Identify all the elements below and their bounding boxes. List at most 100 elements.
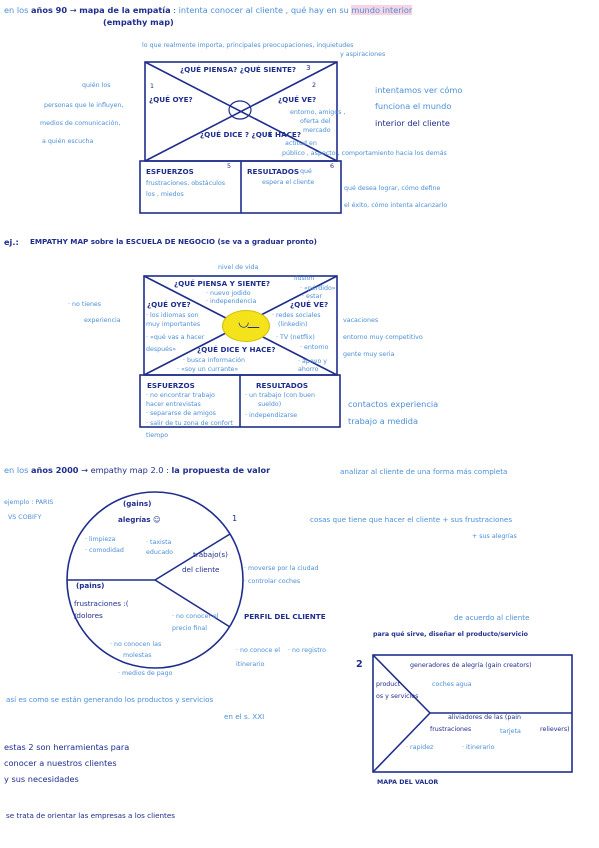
- profile-pains: (pains): [76, 581, 105, 590]
- map1-right-note-1: intentamos ver cómo: [375, 85, 463, 95]
- profile-pains-note-2: precio final: [172, 625, 207, 632]
- heading-2000-topic: empathy map 2.0: [90, 465, 164, 475]
- map1-left-note-1: quién los: [82, 82, 111, 89]
- profile-jobs-note-1: · moverse por la ciudad: [244, 565, 319, 572]
- map1-result-title: RESULTADOS: [247, 167, 300, 176]
- map1-num-hear: 1: [150, 83, 155, 90]
- map1-top-note-2: y aspiraciones: [340, 51, 386, 58]
- profile-example-2: VS COBIFY: [8, 514, 42, 521]
- map1-hear-label: ¿QUÉ OYE?: [149, 95, 193, 104]
- arrow-icon: →: [69, 5, 77, 15]
- map1-result-side-1: qué desea lograr, cómo define: [344, 185, 441, 192]
- map1-num-think: 3: [306, 63, 311, 72]
- example-left-note-2: experiencia: [84, 317, 121, 324]
- example-say-label: ¿QUÉ DICE Y HACE?: [197, 345, 276, 354]
- value-relievers-1: aliviadores de las (pain: [448, 714, 521, 721]
- example-effort-note-3: · separarse de amigos: [146, 410, 216, 417]
- example-say-note-4: ahorro: [298, 366, 319, 373]
- conclusion-tools-1: estas 2 son herramientas para: [4, 742, 130, 752]
- map1-effort-title: ESFUERZOS: [146, 167, 194, 176]
- profile-jobs-2: del cliente: [182, 565, 220, 574]
- example-top-note-1: nivel de vida: [218, 264, 259, 271]
- conclusion-final: se trata de orientar las empresas a los …: [6, 811, 176, 820]
- profile-gains-note-2: · comodidad: [85, 547, 124, 554]
- example-effort-note-2: hacer entrevistas: [146, 401, 201, 408]
- example-result-title: RESULTADOS: [256, 381, 309, 390]
- example-top-note-2: ilusión: [294, 275, 315, 282]
- profile-pains-label-1: frustraciones :(: [74, 599, 129, 608]
- heading-2000-prefix: en los: [4, 465, 29, 475]
- map1-think-label: ¿QUÉ PIENSA? ¿QUÉ SIENTE?: [180, 65, 297, 74]
- example-think-note-3: · «pérdido»: [300, 285, 336, 292]
- map1-say-note-2: público , aspecto , comportamiento hacia…: [282, 150, 447, 157]
- map1-see-note-1: entorno, amigos ,: [290, 109, 346, 116]
- value-top-note: de acuerdo al cliente: [454, 613, 530, 622]
- profile-pains-note2-1: · no conocen las: [110, 641, 162, 648]
- heading-2000-value: la propuesta de valor: [171, 465, 271, 475]
- example-result-side-1: contactos experiencia: [348, 399, 439, 409]
- map1-top-note: lo que realmente importa, principales pr…: [142, 42, 354, 49]
- profile-gains-note2-1: · taxista: [146, 539, 172, 546]
- map1-say-note-1: actitud en: [285, 140, 317, 147]
- profile-extra-2: itinerario: [236, 661, 265, 668]
- example-result-side-2: trabajo a medida: [348, 416, 419, 426]
- example-say-note-1: · busca información: [183, 357, 245, 364]
- profile-pains-label-2: /dolores: [74, 611, 103, 620]
- example-think-note-1: · nuevo jodido: [206, 290, 251, 297]
- heading-topic: mapa de la empatía: [79, 5, 171, 15]
- profile-label: PERFIL DEL CLIENTE: [244, 612, 326, 621]
- example-left-note-1: · no tienes: [68, 301, 102, 308]
- example-result-note-1: · un trabajo (con buen: [245, 392, 315, 399]
- profile-gains-label: alegrías ☺: [118, 515, 161, 524]
- heading-2000-year: años 2000: [31, 465, 79, 475]
- example-see-note-3: · TV (netflix): [276, 334, 315, 341]
- value-map-label: MAPA DEL VALOR: [377, 779, 439, 786]
- arrow-icon: →: [81, 465, 88, 475]
- heading-prefix: en los: [4, 5, 31, 15]
- section-90-heading: en los años 90 → mapa de la empatía : in…: [4, 5, 413, 15]
- example-title: EMPATHY MAP sobre la ESCUELA DE NEGOCIO …: [30, 237, 317, 246]
- map1-see-label: ¿QUÉ VE?: [278, 95, 317, 104]
- value-products-1: product: [376, 681, 401, 688]
- map1-num-see: 2: [312, 82, 317, 89]
- profile-num: 1: [232, 513, 238, 523]
- value-products-2: os y servicios: [376, 693, 419, 700]
- conclusion-line-2: en el s. XXI: [224, 712, 265, 721]
- profile-example-1: ejemplo : PARIS: [4, 499, 54, 506]
- example-see-note-2: (linkedin): [278, 321, 308, 328]
- example-result-note-2: sueldo): [258, 401, 282, 408]
- map1-left-note-3: medios de comunicación,: [40, 120, 121, 127]
- value-relievers-2: frustraciones: [430, 726, 472, 733]
- conclusion-tools-3: y sus necesidades: [4, 774, 79, 784]
- example-think-note-4: · estar: [302, 293, 323, 300]
- example-hear-note-3: · «qué vas a hacer: [146, 334, 205, 341]
- value-relievers-3: relievers): [540, 726, 570, 733]
- example-say-note-3: · apoyo y: [298, 358, 328, 365]
- map1-num-effort: 5: [227, 163, 232, 170]
- example-think-note-2: · independencia: [206, 298, 257, 305]
- example-right-note-3: gente muy seria: [343, 351, 395, 358]
- section-2000-right-note: analizar al cliente de una forma más com…: [340, 467, 508, 476]
- heading-year: años 90: [30, 5, 68, 15]
- example-see-note-1: · redes sociales: [272, 312, 321, 319]
- heading-2000-colon: :: [166, 465, 169, 475]
- map1-right-note-3: interior del cliente: [375, 118, 450, 128]
- example-hear-note-2: muy importantes: [146, 321, 201, 328]
- example-effort-note-5: tiempo: [146, 432, 169, 439]
- example-right-note-2: entorno muy competitivo: [343, 334, 423, 341]
- example-right-note-1: vacaciones: [343, 317, 379, 324]
- example-effort-note-4: · salir de tu zona de confort: [146, 420, 233, 427]
- profile-pains-note-3: · medios de pago: [118, 670, 173, 677]
- map1-effort-note-2: los , miedos: [146, 191, 184, 198]
- heading-subtitle: (empathy map): [103, 17, 174, 27]
- heading-desc: intenta conocer al cliente , qué hay en …: [178, 5, 349, 15]
- heading-colon: :: [173, 5, 177, 15]
- value-gain-creators: generadores de alegría (gain creators): [410, 662, 532, 669]
- conclusion-tools-2: conocer a nuestros clientes: [4, 758, 117, 768]
- example-see-note-4: · entorno: [300, 344, 329, 351]
- heading-highlight: mundo interior: [351, 5, 413, 15]
- empathy-map-1-frame: [139, 61, 342, 214]
- example-effort-title: ESFUERZOS: [147, 381, 195, 390]
- customer-profile-circle: [66, 491, 244, 669]
